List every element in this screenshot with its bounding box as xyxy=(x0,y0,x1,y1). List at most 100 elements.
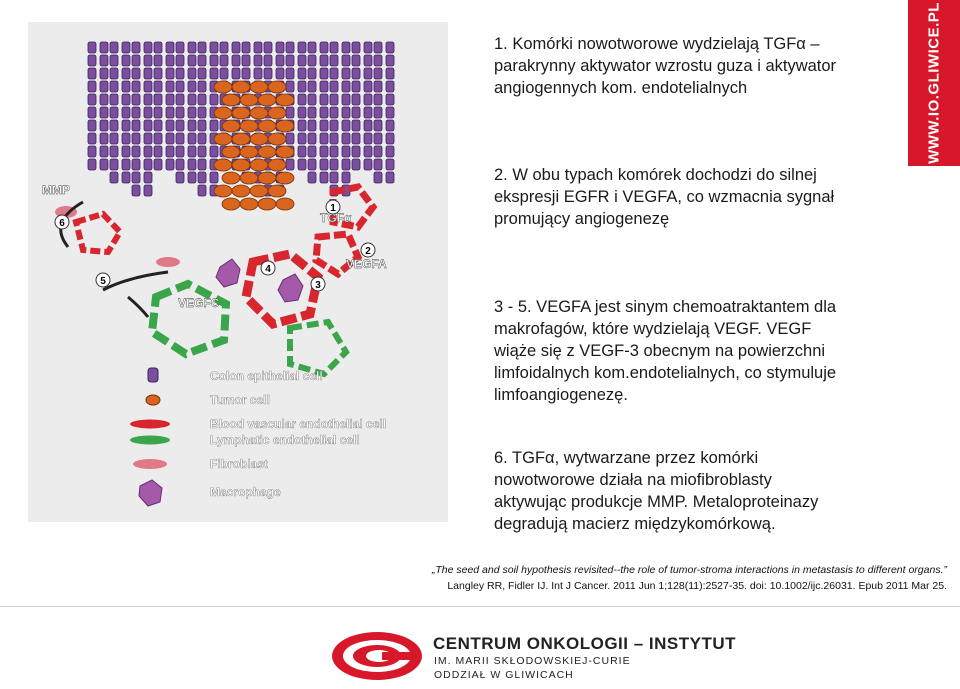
colon-epithelial-cell xyxy=(176,81,184,92)
colon-epithelial-cell xyxy=(374,146,382,157)
colon-epithelial-cell xyxy=(386,159,394,170)
tumor-cell xyxy=(232,185,250,197)
colon-epithelial-cell xyxy=(166,107,174,118)
tumor-cell xyxy=(268,185,286,197)
colon-epithelial-cell xyxy=(374,55,382,66)
website-banner[interactable]: WWW.IO.GLIWICE.PL xyxy=(908,0,960,166)
colon-epithelial-cell xyxy=(88,146,96,157)
tumor-cell xyxy=(214,81,232,93)
colon-epithelial-cell xyxy=(386,94,394,105)
colon-epithelial-cell xyxy=(330,120,338,131)
colon-epithelial-cell xyxy=(374,42,382,53)
colon-epithelial-cell xyxy=(320,159,328,170)
colon-epithelial-cell xyxy=(122,107,130,118)
colon-epithelial-cell xyxy=(166,68,174,79)
colon-epithelial-cell xyxy=(386,81,394,92)
colon-epithelial-cell xyxy=(308,94,316,105)
paragraph-1: 1. Komórki nowotworowe wydzielają TGFα –… xyxy=(494,33,890,99)
institute-branch: ODDZIAŁ W GLIWICACH xyxy=(434,669,574,681)
colon-epithelial-cell xyxy=(154,81,162,92)
colon-epithelial-cell xyxy=(220,42,228,53)
colon-epithelial-cell xyxy=(342,42,350,53)
colon-epithelial-cell xyxy=(110,146,118,157)
colon-epithelial-cell xyxy=(100,159,108,170)
colon-epithelial-cell xyxy=(122,120,130,131)
colon-epithelial-cell xyxy=(330,81,338,92)
colon-epithelial-cell xyxy=(342,94,350,105)
citation: „The seed and soil hypothesis revisited-… xyxy=(380,560,955,602)
colon-epithelial-cell xyxy=(110,133,118,144)
colon-epithelial-cell xyxy=(308,120,316,131)
paragraph-3: 3 - 5. VEGFA jest sinym chemoatraktantem… xyxy=(494,296,890,406)
colon-epithelial-cell xyxy=(166,146,174,157)
colon-epithelial-cell xyxy=(132,146,140,157)
website-url[interactable]: WWW.IO.GLIWICE.PL xyxy=(926,2,943,164)
paragraph-2: 2. W obu typach komórek dochodzi do siln… xyxy=(494,164,890,230)
colon-epithelial-cell xyxy=(276,55,284,66)
tumor-cell xyxy=(250,185,268,197)
paragraph-4-line: nowotworowe działa na miofibroblasty xyxy=(494,469,890,491)
tumor-cell xyxy=(222,146,240,158)
colon-epithelial-cell xyxy=(144,94,152,105)
paragraph-3-line: 3 - 5. VEGFA jest sinym chemoatraktantem… xyxy=(494,296,890,318)
colon-epithelial-cell xyxy=(198,42,206,53)
vegfa-label: VEGFA xyxy=(346,257,387,271)
colon-epithelial-cell xyxy=(386,172,394,183)
colon-epithelial-cell xyxy=(210,55,218,66)
tumor-cell xyxy=(258,94,276,106)
tumor-cell xyxy=(222,94,240,106)
colon-epithelial-cell xyxy=(144,133,152,144)
colon-epithelial-cell xyxy=(374,94,382,105)
colon-epithelial-cell xyxy=(188,146,196,157)
colon-epithelial-cell xyxy=(88,107,96,118)
institute-logo-mark xyxy=(330,630,425,682)
colon-epithelial-cell xyxy=(286,107,294,118)
colon-epithelial-cell xyxy=(374,107,382,118)
tumor-cell xyxy=(258,120,276,132)
tumor-cell xyxy=(258,172,276,184)
paragraph-2-line: ekspresji EGFR i VEGFA, co wzmacnia sygn… xyxy=(494,186,890,208)
colon-epithelial-cell xyxy=(132,55,140,66)
colon-epithelial-cell xyxy=(144,81,152,92)
colon-epithelial-cell xyxy=(220,68,228,79)
colon-epithelial-cell xyxy=(198,55,206,66)
colon-epithelial-cell xyxy=(298,42,306,53)
colon-epithelial-cell xyxy=(188,68,196,79)
citation-reference: Langley RR, Fidler IJ. Int J Cancer. 201… xyxy=(447,580,947,592)
colon-epithelial-cell xyxy=(364,120,372,131)
colon-epithelial-cell xyxy=(276,42,284,53)
colon-epithelial-cell xyxy=(88,81,96,92)
colon-epithelial-cell xyxy=(352,120,360,131)
colon-epithelial-cell xyxy=(352,159,360,170)
colon-epithelial-cell xyxy=(122,172,130,183)
colon-epithelial-cell xyxy=(154,94,162,105)
colon-epithelial-cell xyxy=(122,159,130,170)
colon-epithelial-cell xyxy=(330,55,338,66)
colon-epithelial-cell xyxy=(264,68,272,79)
colon-epithelial-cell xyxy=(352,133,360,144)
colon-epithelial-cell xyxy=(374,81,382,92)
colon-epithelial-cell xyxy=(308,146,316,157)
colon-epithelial-cell xyxy=(242,68,250,79)
colon-epithelial-cell xyxy=(298,146,306,157)
colon-epithelial-cell xyxy=(342,172,350,183)
colon-epithelial-cell xyxy=(330,107,338,118)
legend-swatch-colon-epithelial xyxy=(148,368,158,382)
colon-epithelial-cell xyxy=(308,42,316,53)
colon-epithelial-cell xyxy=(330,146,338,157)
colon-epithelial-cell xyxy=(166,81,174,92)
colon-epithelial-cell xyxy=(342,120,350,131)
paragraph-2-line: promujący angiogenezę xyxy=(494,208,890,230)
colon-epithelial-cell xyxy=(100,42,108,53)
colon-epithelial-cell xyxy=(122,133,130,144)
colon-epithelial-cell xyxy=(298,133,306,144)
colon-epithelial-cell xyxy=(220,55,228,66)
paragraph-4-line: degradują macierz międzykomórkową. xyxy=(494,513,890,535)
figure-illustration: MMP TGFα VEGFA VEGFC 1 2 3 4 5 6 Colon e… xyxy=(28,22,448,522)
colon-epithelial-cell xyxy=(232,68,240,79)
colon-epithelial-cell xyxy=(276,68,284,79)
colon-epithelial-cell xyxy=(144,146,152,157)
colon-epithelial-cell xyxy=(374,172,382,183)
legend-label-colon-epithelial: Colon epithelial cell xyxy=(210,369,323,383)
colon-epithelial-cell xyxy=(320,107,328,118)
